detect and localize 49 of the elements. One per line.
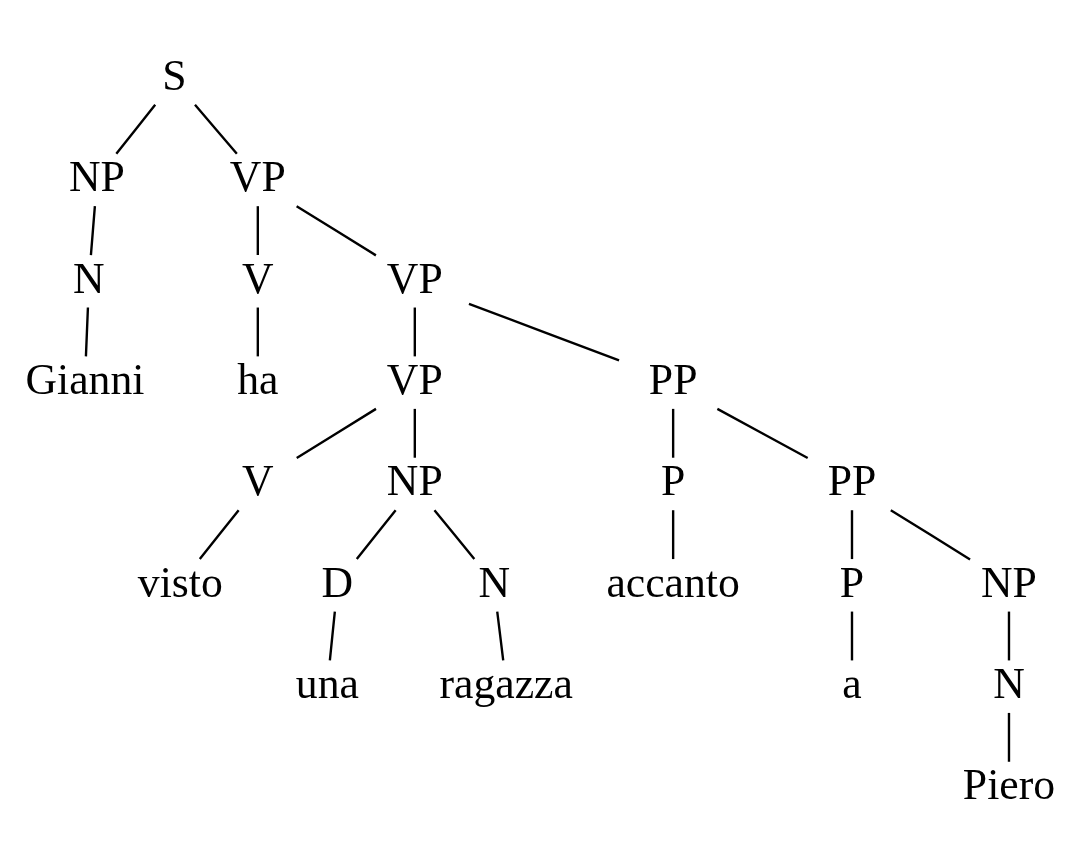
connector [84, 307, 90, 356]
node-text: a [842, 658, 862, 707]
node-text: PP [827, 455, 877, 504]
node-text: visto [137, 557, 223, 606]
connector [115, 103, 157, 154]
connector [890, 508, 971, 560]
connector [496, 610, 505, 661]
connector [296, 407, 377, 459]
connector [256, 205, 259, 255]
node-text: N [993, 658, 1025, 707]
node-text: VP [386, 354, 443, 403]
node-text: V [242, 253, 274, 302]
connector [1007, 611, 1011, 660]
node-text: NP [386, 455, 443, 504]
connector [198, 509, 240, 560]
connector [194, 103, 238, 154]
node-text: N [478, 557, 511, 606]
connector [468, 302, 620, 362]
connector [671, 509, 675, 559]
node-text: accanto [606, 557, 740, 606]
node-text: Piero [962, 759, 1056, 808]
node-text: D [321, 557, 354, 606]
node-text: NP [981, 557, 1037, 606]
connector [413, 307, 416, 356]
connector [256, 307, 259, 356]
node-text: PP [648, 354, 698, 403]
connector [355, 509, 397, 560]
node-text: P [839, 557, 865, 606]
node-text: una [295, 658, 359, 707]
connector [716, 407, 809, 459]
connector [1007, 712, 1011, 762]
node-text: Gianni [25, 354, 145, 403]
connector [413, 408, 416, 458]
node-text: NP [68, 151, 125, 200]
node-text: S [162, 50, 187, 99]
node-text: P [660, 455, 686, 504]
connector [850, 509, 854, 559]
node-text: VP [386, 253, 443, 302]
node-text: ha [237, 354, 279, 403]
connector [850, 611, 854, 660]
connector [433, 508, 476, 560]
node-text: VP [229, 151, 286, 200]
node-text: ragazza [439, 658, 573, 707]
connector [89, 205, 97, 255]
connector [296, 204, 377, 256]
node-text: V [242, 455, 274, 504]
node-text: N [73, 253, 105, 302]
connector [671, 408, 675, 458]
connector [328, 610, 337, 661]
